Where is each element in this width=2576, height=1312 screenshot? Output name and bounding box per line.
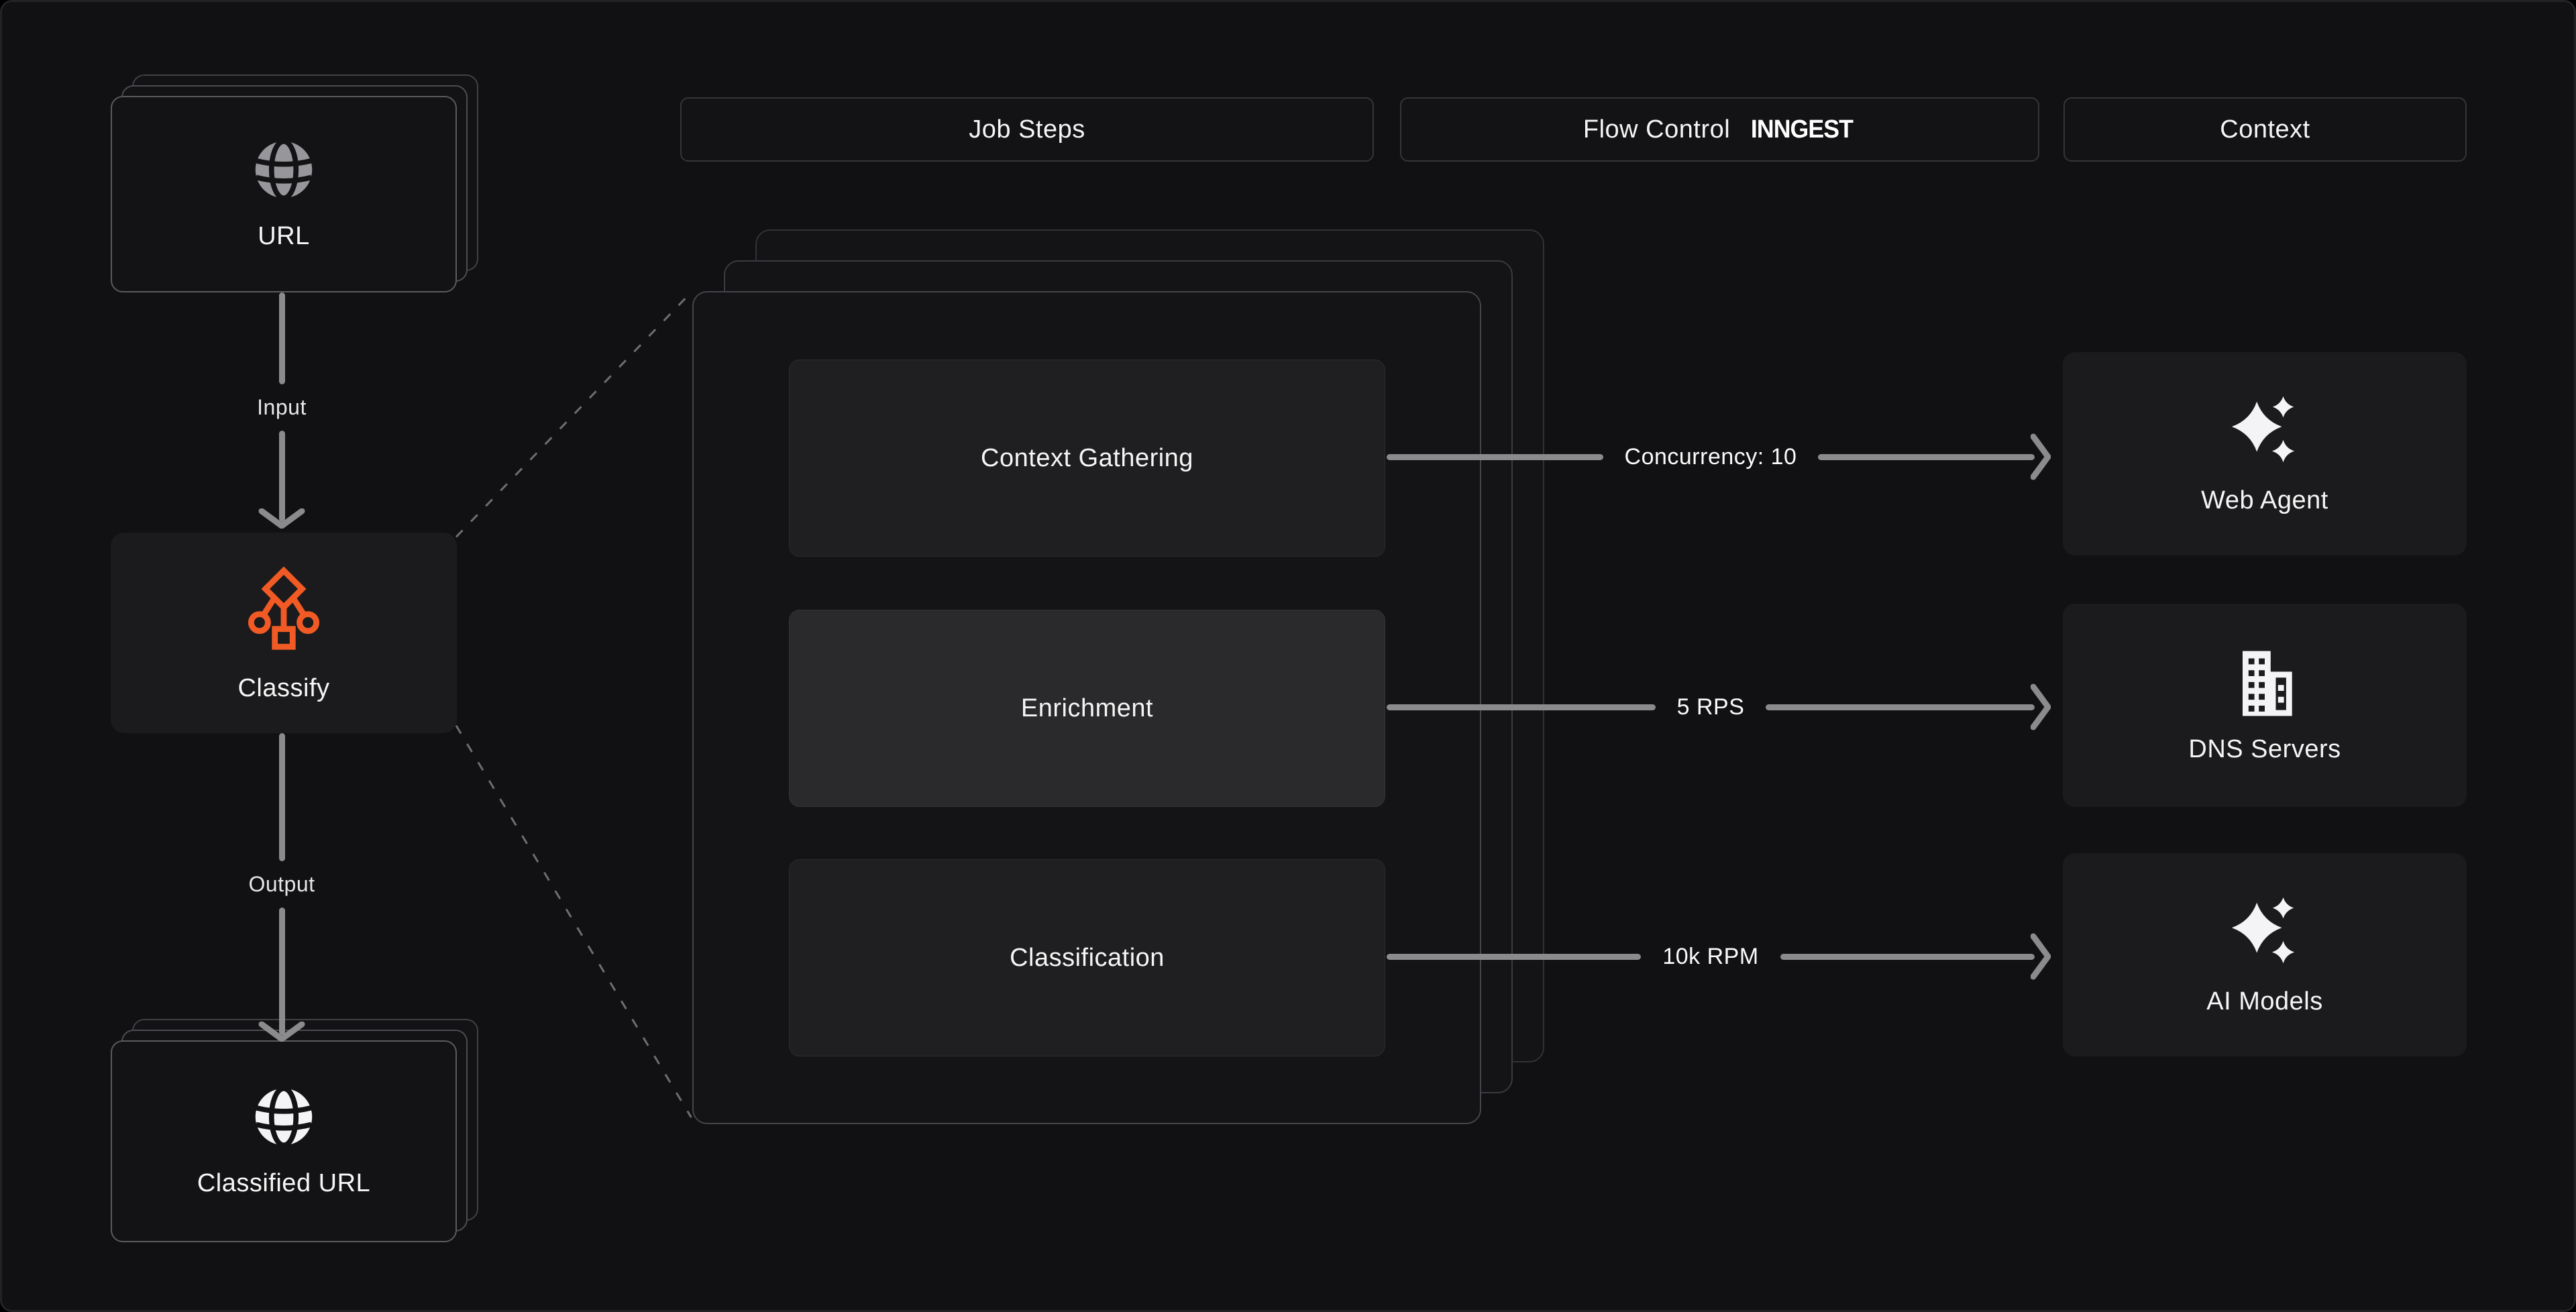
url-card: URL [111,96,457,292]
arrow-right-icon [2031,933,2051,980]
classify-card-label: Classify [237,674,330,702]
job-panel: Context Gathering Enrichment Classificat… [692,291,1481,1124]
sparkles-icon [2225,392,2304,472]
flow-arrow-shaft-left [1387,453,1603,460]
input-arrow: Input [228,292,335,529]
flow-arrow-shaft-left [1387,704,1656,710]
flow-arrow-concurrency-label: Concurrency: 10 [1624,443,1797,470]
input-arrow-label: Input [257,394,307,419]
flow-arrow-shaft-right [1818,453,2035,460]
step-enrichment-label: Enrichment [1020,694,1154,722]
header-flow-control-label: Flow Control [1582,115,1731,144]
classify-tree-icon [237,563,331,657]
node-ai-models: AI Models [2063,853,2467,1056]
sparkles-icon [2225,893,2304,973]
step-context-gathering: Context Gathering [789,360,1385,557]
flow-arrow-shaft-right [1766,704,2035,710]
classified-url-card-stack: Classified URL [111,1019,478,1242]
inngest-logo: INNGEST [1751,115,1854,144]
arrow-right-icon [2031,684,2051,730]
flow-arrow-shaft-right [1780,953,2035,960]
arrow-right-icon [2031,433,2051,480]
step-context-gathering-label: Context Gathering [981,443,1193,472]
output-arrow-shaft-top [278,733,285,861]
arrow-down-icon [258,1022,305,1042]
header-job-steps-label: Job Steps [969,115,1085,144]
input-arrow-shaft-bottom [278,430,285,522]
classify-card: Classify [111,533,457,733]
input-arrow-shaft-top [278,292,285,384]
header-context: Context [2063,97,2467,162]
flow-arrow-rpm: 10k RPM [1387,930,2051,983]
node-ai-models-label: AI Models [2206,987,2323,1016]
node-dns-servers-label: DNS Servers [2188,735,2341,763]
output-arrow-shaft-bottom [278,907,285,1035]
flow-arrow-shaft-left [1387,953,1642,960]
node-web-agent-label: Web Agent [2201,486,2328,514]
step-classification: Classification [789,859,1385,1056]
flow-arrow-concurrency: Concurrency: 10 [1387,430,2051,484]
globe-icon [252,138,316,202]
header-context-label: Context [2220,115,2310,144]
classified-url-card-label: Classified URL [197,1169,371,1197]
step-enrichment: Enrichment [789,610,1385,807]
flow-arrow-rps-label: 5 RPS [1676,694,1745,720]
node-web-agent: Web Agent [2063,352,2467,555]
header-job-steps: Job Steps [680,97,1374,162]
output-arrow: Output [228,733,335,1042]
url-card-label: URL [258,222,310,250]
building-icon [2228,647,2302,720]
header-flow-control: Flow Control INNGEST [1400,97,2039,162]
globe-icon [252,1085,316,1149]
output-arrow-label: Output [248,871,315,896]
node-dns-servers: DNS Servers [2063,604,2467,807]
classified-url-card: Classified URL [111,1040,457,1242]
arrow-down-icon [258,508,305,529]
url-card-stack: URL [111,74,478,292]
step-classification-label: Classification [1010,943,1165,972]
flow-arrow-rps: 5 RPS [1387,680,2051,734]
flow-arrow-rpm-label: 10k RPM [1662,943,1759,969]
